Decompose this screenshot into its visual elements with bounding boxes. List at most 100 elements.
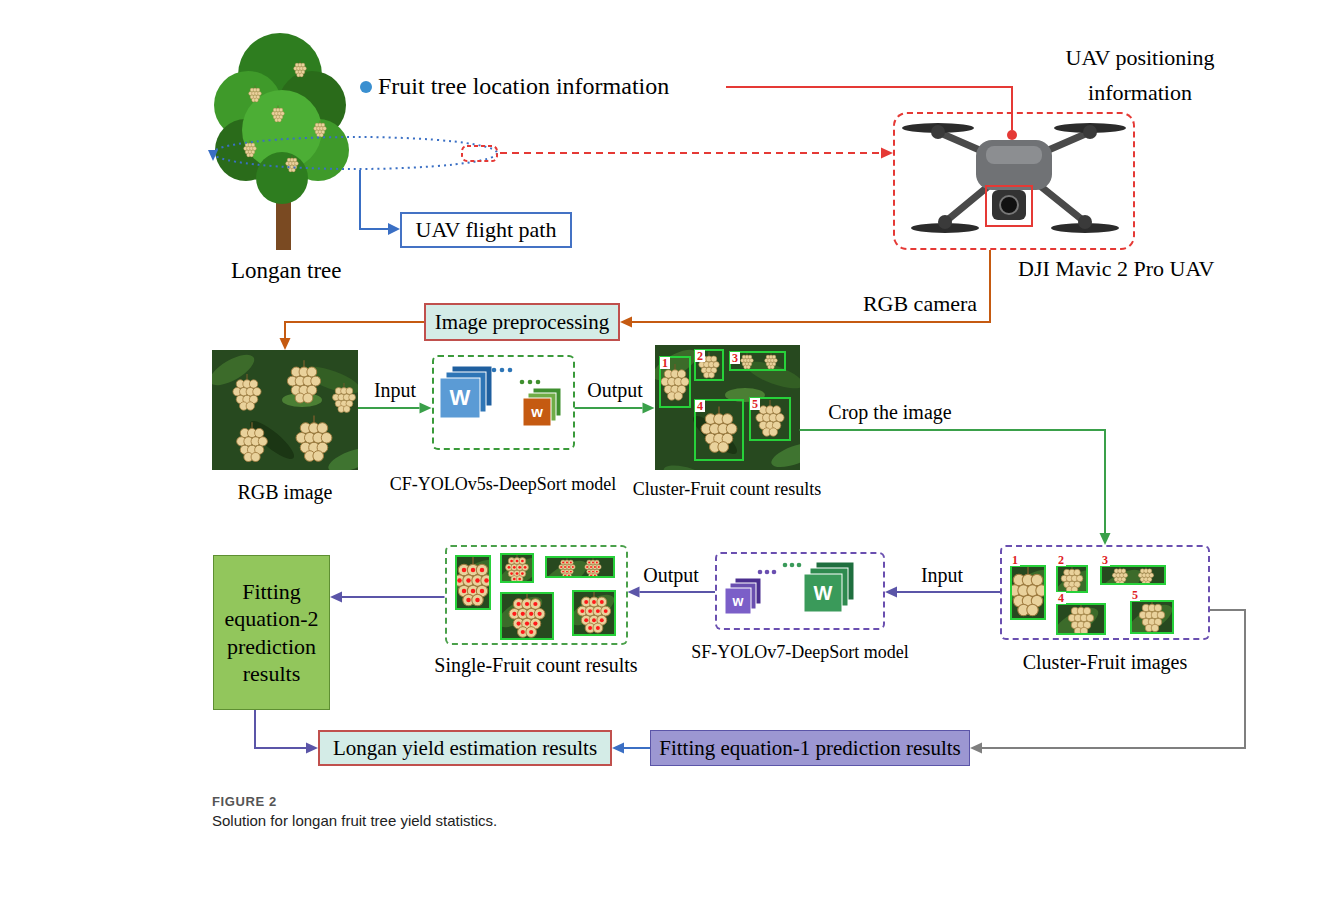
node-heading: Cluster-Fruit images [975,650,1235,674]
single-fruit-crops-part-part [501,593,553,639]
cluster-crops-part-part [1011,566,1045,619]
node-heading: SF-YOLOv7-DeepSort model [670,642,930,664]
flight-path-ellipse [208,137,497,169]
drone-figure [902,123,1126,233]
node-heading: Cluster-Fruit count results [597,479,857,501]
label-anchor: 3 [730,348,740,366]
sf-network-icon-part [797,563,802,568]
callout-number: 1 [660,357,670,369]
edge-label: Output [584,379,646,402]
node-frame [213,40,500,215]
cf-network-icon-part [528,393,556,421]
fitting2-box: Fitting equation-2 prediction results [213,555,330,710]
flight-path-ellipse-part [208,150,218,161]
longan-tree-part [256,152,308,204]
rgb-photo-part [287,360,320,403]
text-label: W [814,582,833,605]
sf-network-icon-part [730,583,756,609]
location-dot [360,81,372,93]
cluster-count-photo-part [756,400,784,436]
connector-group [500,148,893,159]
single-fruit-crops-part-part [505,553,528,583]
single-fruit-crops-part-part [585,557,602,578]
node-label: Fitting equation-2 prediction results [220,578,323,688]
arrowhead [885,587,897,598]
arrowhead [306,743,318,754]
cluster-crops-part-part [1123,599,1322,760]
edge-label-anchor: Input [918,564,966,587]
edge-label: RGB camera [860,291,980,316]
edge-label: Input [371,379,419,402]
sf-network-icon-part [804,574,842,612]
cluster-crops-part-part [1139,599,1165,632]
cluster-crops-part-part [1057,604,1105,634]
connector-group [620,250,990,328]
node-heading: Single-Fruit count results [416,653,656,677]
connector-group [575,403,655,414]
text-label: UAV positioning information [1040,40,1240,110]
cluster-crops-part [1049,564,1276,725]
sf-model-box: SF-YOLOv7-DeepSort model [670,552,930,664]
edge-label-anchor: Crop the image [825,401,954,424]
connector-group [628,587,716,598]
cf-network-icon [440,366,561,426]
cluster-crops-part [1123,599,1322,760]
single-fruit-crops-part [538,555,765,716]
callout-number: 3 [730,352,740,364]
label-anchor: w [733,592,744,610]
drone-box: DJI Mavic 2 Pro UAV [893,112,1253,282]
cf-network-icon-part [500,368,505,373]
label-anchor: 4 [1056,588,1066,606]
rgb-photo-part [237,422,268,461]
text-label: FIGURE 2 [212,795,277,810]
positioning-line [726,87,1012,130]
edge-label-anchor: Output [640,564,702,587]
node-label: Fitting equation-1 prediction results [657,735,963,761]
node-frame [655,345,800,470]
cluster-crops-part-part [1049,564,1276,725]
cluster-count-photo-part [701,406,737,452]
callout-number: 4 [695,400,705,412]
cluster-count-photo-part [765,353,778,369]
connector [897,591,1000,593]
connector-group [280,322,425,350]
cluster-count-photo-part [741,353,754,369]
edge-label: Crop the image [825,401,954,424]
connector-group [358,403,432,414]
single-fruit-crops-part-part [577,590,610,633]
single-fruit-crops-part-part [559,557,576,578]
node-frame [445,545,628,645]
cluster-count-photo-part [661,364,689,400]
connector-group [330,592,445,603]
node-heading: DJI Mavic 2 Pro UAV [1018,256,1253,282]
cluster-crops-part [1003,564,1230,725]
cluster-crops-part-part [1009,567,1047,616]
arrowhead [612,743,624,754]
cf-network-icon-part [523,398,551,426]
flight-path-ellipse-part [213,137,497,169]
connector [255,710,306,748]
drone-figure-part [1083,125,1097,139]
connector [500,152,881,154]
connector [640,591,716,593]
cf-network-icon-part [536,380,541,385]
label-anchor: 5 [750,394,760,412]
connector [624,747,650,749]
single-fruit-photos: Single-Fruit count results [416,545,656,677]
sf-network-icon-part [790,563,795,568]
sf-network-icon-part [725,588,751,614]
cluster-crops-part-part [1057,566,1087,592]
cluster-count-photo: Cluster-Fruit count results [597,345,857,501]
connector [982,610,1245,748]
cf-network-icon-part [520,380,525,385]
single-fruit-crops-part-part [573,591,615,635]
arrowhead [1100,533,1111,545]
arrowhead [280,338,291,350]
cluster-count-photo-part [660,350,790,460]
callout-number: 2 [695,350,705,362]
node-heading: Longan tree [231,257,500,285]
single-fruit-crops-part-part [454,557,492,606]
drone-figure-part [1078,215,1092,229]
cluster-crops-part [1093,564,1320,725]
